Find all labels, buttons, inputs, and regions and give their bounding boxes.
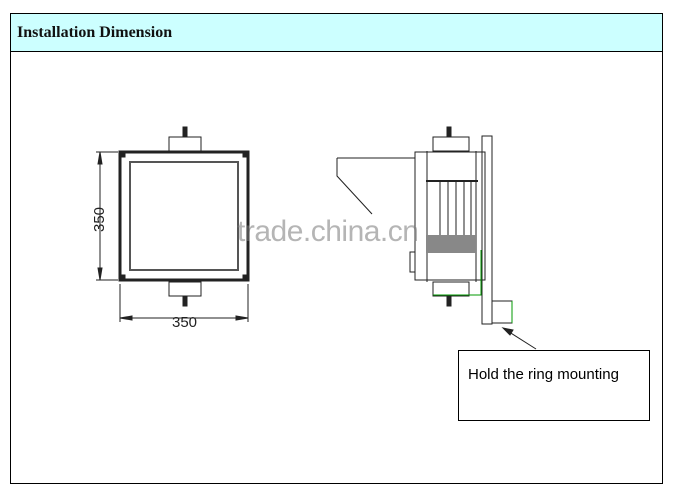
installation-dimension-panel: Installation Dimension [10,13,663,484]
side-view [336,126,537,350]
front-view [96,126,250,322]
section-title: Installation Dimension [17,23,173,41]
callout-text: Hold the ring mounting [468,366,619,383]
mounting-callout-box: Hold the ring mounting [458,350,650,421]
section-header: Installation Dimension [11,14,662,52]
watermark: trade.china.cn [237,215,419,248]
height-dimension-label: 350 [91,207,108,232]
width-dimension-label: 350 [172,314,197,331]
